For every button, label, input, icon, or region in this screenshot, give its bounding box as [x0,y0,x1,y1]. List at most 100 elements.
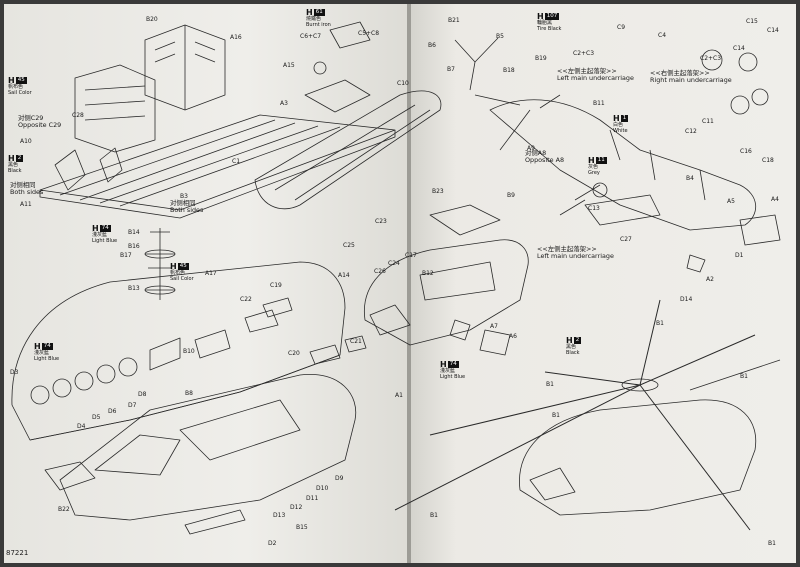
part-label: C10 [397,80,409,87]
part-label: C12 [685,128,697,135]
paint-code: 45 [15,77,27,84]
part-label: D14 [680,296,693,303]
part-label: C19 [270,282,282,289]
part-label: A10 [20,138,32,145]
part-label: B1 [546,381,554,388]
part-label: B1 [768,540,776,547]
fuselage-right-half [44,297,367,535]
part-label: B12 [422,270,434,277]
part-label: C22 [240,296,252,303]
paint-code: 45 [177,263,189,270]
page-number: 87221 [6,549,29,557]
part-label: B18 [503,67,515,74]
roof-panel-c10 [254,21,442,210]
part-label: D11 [306,495,319,502]
paint-code: 74 [99,225,111,232]
part-label: A11 [20,201,32,208]
part-label: D10 [316,485,329,492]
page-fold [407,4,411,563]
part-label: B11 [593,100,605,107]
part-label: B22 [58,506,70,513]
part-label: C2+C3 [700,55,722,62]
part-label: C5+C8 [358,30,380,37]
rotor-head-stack [144,228,176,300]
part-label: D6 [108,408,117,415]
part-label: D1 [735,252,744,259]
caption-left-undercarriage: <<左侧主起落架>>Left main undercarriage [537,245,614,260]
part-label: A17 [205,270,217,277]
part-label: A14 [338,272,350,279]
part-label: C9 [617,24,626,31]
part-label: B13 [128,285,140,292]
part-label: D2 [268,540,277,547]
part-label: C2+C3 [573,50,595,57]
part-label: C1 [232,158,241,165]
part-label: D7 [128,402,137,409]
caption-right-undercarriage: <<右侧主起落架>>Right main undercarriage [650,69,732,84]
paint-code: 2 [573,337,582,344]
part-label: C27 [620,236,632,243]
part-label: C24 [388,260,400,267]
part-label: B10 [183,348,195,355]
part-label: B21 [448,17,460,24]
part-label: B16 [128,243,140,250]
part-label: B4 [686,175,694,182]
part-label: B17 [120,252,132,259]
part-label: A7 [490,323,498,330]
part-label: B1 [656,320,664,327]
part-label: A3 [280,100,288,107]
part-label: C26 [374,268,386,275]
part-label: B8 [185,390,193,397]
part-label: D5 [92,414,101,421]
fuselage-left-half [11,261,346,441]
part-label: D12 [290,504,303,511]
paint-code: 1 [620,115,629,122]
part-label: A15 [283,62,295,69]
tail-boom-assembly [454,37,781,273]
cabin-floor-c1 [39,114,396,219]
part-label: A2 [706,276,714,283]
paint-code: 61 [313,9,325,16]
caption-left-undercarriage: <<左侧主起落架>>Left main undercarriage [557,67,634,82]
part-label: D3 [10,369,19,376]
part-label: C13 [588,205,600,212]
part-label: C16 [740,148,752,155]
part-label: D4 [77,423,86,430]
part-label: C28 [72,112,84,119]
part-label: C17 [405,252,417,259]
paint-code: 2 [15,155,24,162]
part-label: A6 [509,333,517,340]
left-page [4,4,408,563]
part-label: B23 [432,188,444,195]
part-label: C4 [658,32,667,39]
part-label: B20 [146,16,158,23]
part-label: C20 [288,350,300,357]
paint-code: 74 [41,343,53,350]
part-label: B14 [128,229,140,236]
part-label: B1 [430,512,438,519]
